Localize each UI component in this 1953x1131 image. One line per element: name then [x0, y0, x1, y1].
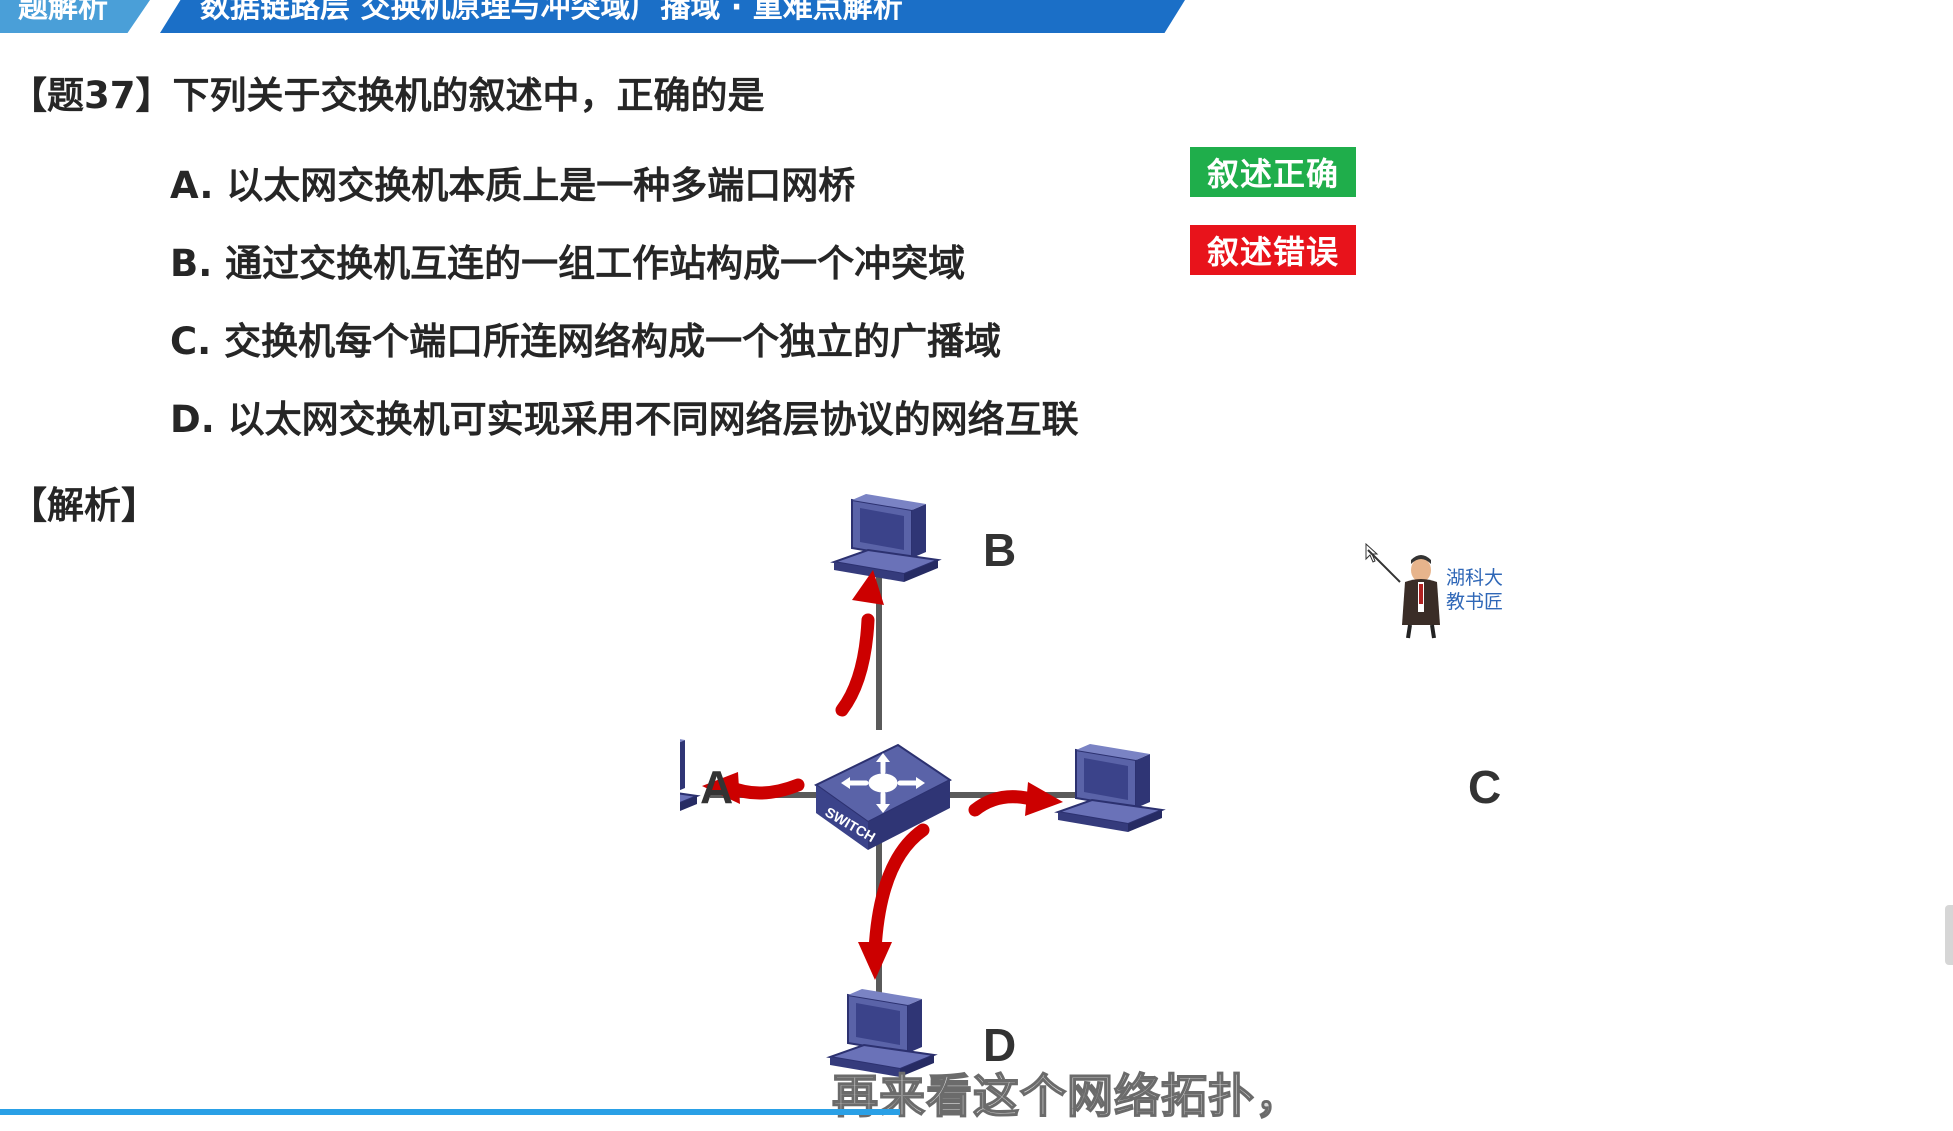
- option-c: C. 交换机每个端口所连网络构成一个独立的广播域: [170, 320, 1002, 363]
- header-title-text: 数据链路层 交换机原理与冲突域广播域 · 重难点解析: [200, 0, 903, 25]
- arrow-head-d: [858, 942, 892, 980]
- arrow-to-d: [868, 823, 930, 957]
- network-topology-diagram: SWITCH: [680, 493, 1163, 1078]
- video-subtitle: 再来看这个网络拓扑，: [831, 1068, 1302, 1124]
- arrow-head-b: [852, 570, 884, 605]
- node-label-b: B: [983, 524, 1017, 576]
- header-tab-title: 数据链路层 交换机原理与冲突域广播域 · 重难点解析: [160, 0, 1185, 33]
- mascot-line-1: 湖科大: [1446, 567, 1504, 589]
- option-b: B. 通过交换机互连的一组工作站构成一个冲突域: [170, 242, 966, 285]
- arrow-to-b: [835, 613, 875, 717]
- node-label-c: C: [1468, 761, 1502, 813]
- switch-icon: SWITCH: [814, 743, 952, 850]
- question-title: 【题37】下列关于交换机的叙述中，正确的是: [10, 74, 765, 117]
- pc-c-icon: [1057, 743, 1163, 833]
- option-d: D. 以太网交换机可实现采用不同网络层协议的网络互联: [170, 398, 1079, 441]
- video-progress-bar[interactable]: [0, 1109, 900, 1115]
- teacher-mascot-icon: [1367, 549, 1440, 639]
- option-a: A. 以太网交换机本质上是一种多端口网桥: [170, 164, 856, 207]
- pc-a-icon: [680, 729, 698, 819]
- node-label-a: A: [700, 761, 734, 813]
- header-banner: 题解析 数据链路层 交换机原理与冲突域广播域 · 重难点解析: [0, 0, 1185, 33]
- badge-wrong: 叙述错误: [1190, 225, 1356, 275]
- side-panel-handle[interactable]: [1945, 905, 1953, 965]
- header-tab-left: 题解析: [0, 0, 150, 33]
- node-label-d: D: [983, 1019, 1017, 1071]
- pc-b-icon: [833, 493, 939, 583]
- mascot-caption: 湖科大 教书匠: [1446, 566, 1503, 614]
- arrow-head-c: [1025, 782, 1063, 816]
- mascot-line-2: 教书匠: [1446, 591, 1504, 613]
- arrow-to-a: [723, 778, 805, 800]
- header-tab-left-text: 题解析: [18, 0, 108, 25]
- analysis-label: 【解析】: [10, 484, 158, 527]
- arrow-head-a: [702, 772, 740, 804]
- badge-correct: 叙述正确: [1190, 147, 1356, 197]
